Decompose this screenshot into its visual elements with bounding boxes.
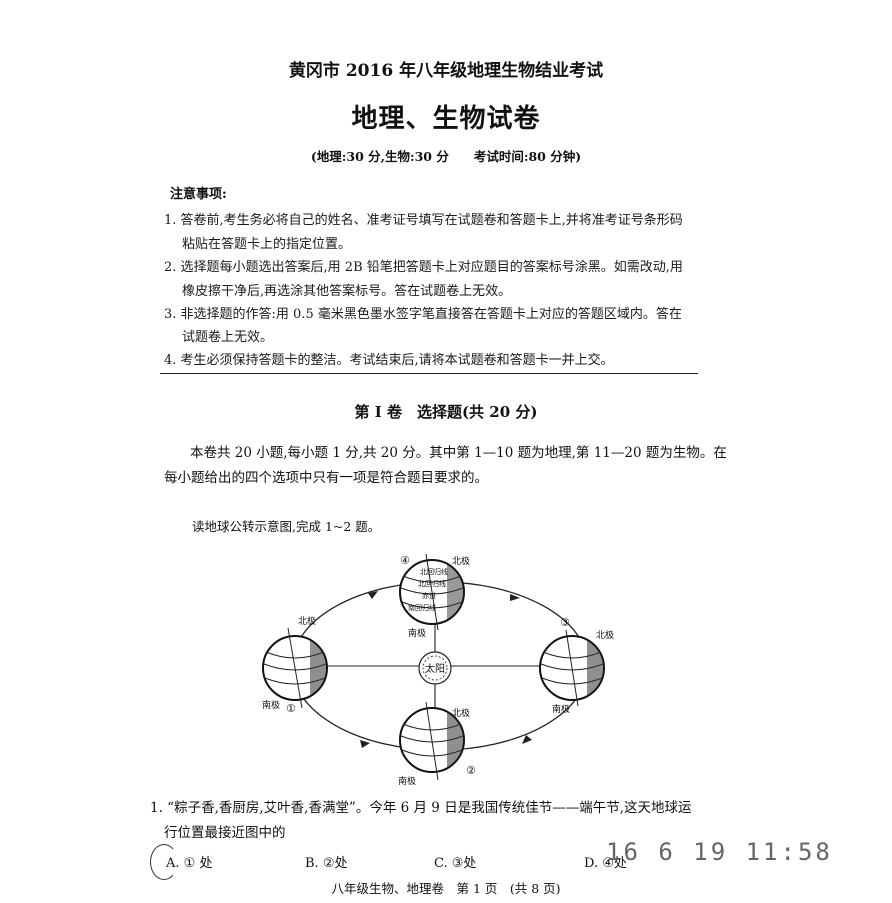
section-heading: 第 Ⅰ 卷 选择题(共 20 分) (354, 403, 538, 421)
position-label-1: ① (286, 702, 296, 715)
reading-prompt: 读地球公转示意图,完成 1~2 题。 (192, 519, 381, 534)
notice-item-4: 4. 考生必须保持答题卡的整洁。考试结束后,请将本试题卷和答题卡一并上交。 (164, 353, 614, 368)
question-1-line1: 1. “粽子香,香厨房,艾叶香,香满堂”。今年 6 月 9 日是我国传统佳节——… (150, 800, 692, 816)
notice-item-2-cont: 橡皮擦干净后,再选涂其他答案标号。答在试题卷上无效。 (182, 284, 512, 299)
sun-icon (418, 651, 452, 685)
lat-label-arctic: 北回归线 (420, 567, 448, 576)
exam-title: 黄冈市 2016 年八年级地理生物结业考试 (288, 61, 604, 81)
section-intro-line1: 本卷共 20 小题,每小题 1 分,共 20 分。其中第 1—10 题为地理,第… (190, 445, 727, 461)
south-pole-label-2: 南极 (398, 775, 416, 787)
notice-heading: 注意事项: (170, 187, 227, 202)
orbit-arrow-bottom-left (360, 740, 370, 748)
paper-title: 地理、生物试卷 (351, 104, 541, 134)
handwritten-circle-mark (150, 844, 178, 880)
orbit-arrow-top-right (510, 594, 520, 601)
sun-label: 太阳 (425, 662, 445, 675)
north-pole-label-2: 北极 (452, 707, 470, 719)
option-c: C. ③处 (434, 856, 477, 871)
lat-label-tropic-capricorn: 南回归线 (408, 603, 436, 612)
orbit-arrow-top-left (368, 591, 378, 599)
question-1-line2: 行位置最接近图中的 (164, 825, 286, 841)
separator-line (160, 373, 698, 374)
lat-label-equator: 赤道 (422, 591, 436, 600)
option-d: D. ④处 (584, 856, 627, 871)
position-label-4: ④ (400, 554, 410, 567)
notice-item-2: 2. 选择题每小题选出答案后,用 2B 铅笔把答题卡上对应题目的答案标号涂黑。如… (164, 260, 683, 275)
position-label-2: ② (466, 764, 476, 777)
south-pole-label-1: 南极 (262, 699, 280, 711)
earth-icon-position-2 (399, 701, 465, 781)
score-time-info: (地理:30 分,生物:30 分 考试时间:80 分钟) (310, 149, 582, 164)
notice-item-3-cont: 试题卷上无效。 (182, 330, 274, 345)
timestamp-stamp: 16 6 19 11:58 (606, 838, 833, 866)
earth-icon-position-4 (399, 553, 465, 631)
page-footer: 八年级生物、地理卷 第 1 页 (共 8 页) (331, 881, 561, 896)
south-pole-label-4: 南极 (408, 627, 426, 639)
north-pole-label-4: 北极 (452, 555, 470, 567)
orbit-arrow-bottom-right (522, 735, 532, 744)
earth-revolution-diagram: 太阳 北极 南极 ① 北极 南极 ② 北极 南极 ③ (262, 553, 614, 787)
north-pole-label-3: 北极 (596, 629, 614, 641)
lat-label-tropic-cancer: 北回归线 (418, 579, 446, 588)
notice-item-1: 1. 答卷前,考生务必将自己的姓名、准考证号填写在试题卷和答题卡上,并将准考证号… (164, 213, 683, 228)
option-a: A. ① 处 (166, 856, 213, 871)
notice-item-3: 3. 非选择题的作答:用 0.5 毫米黑色墨水签字笔直接答在答题卡上对应的答题区… (164, 307, 682, 322)
notice-item-1-cont: 粘贴在答题卡上的指定位置。 (182, 237, 352, 252)
south-pole-label-3: 南极 (552, 703, 570, 715)
section-intro-line2: 每小题给出的四个选项中只有一项是符合题目要求的。 (164, 470, 488, 486)
option-b: B. ②处 (305, 856, 348, 871)
earth-icon-position-1 (262, 627, 328, 709)
earth-icon-position-3 (539, 629, 605, 707)
position-label-3: ③ (560, 616, 570, 629)
north-pole-label-1: 北极 (298, 615, 316, 627)
